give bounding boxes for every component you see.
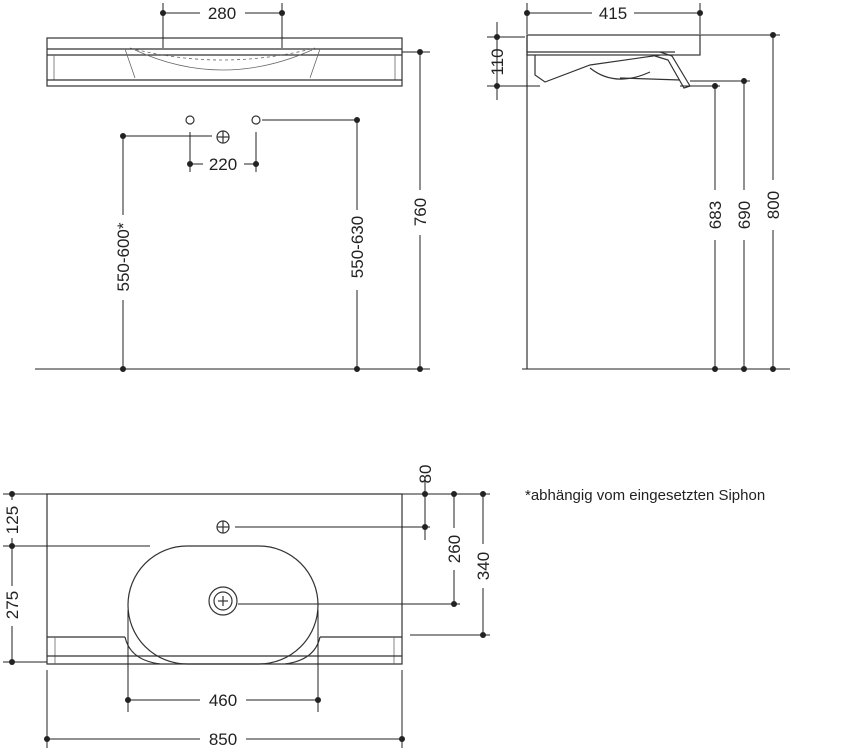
dim-total-height: 760: [402, 49, 430, 372]
dim-label-760: 760: [411, 198, 430, 226]
dim-label-80: 80: [416, 465, 435, 484]
dim-label-220: 220: [209, 155, 237, 174]
dim-label-550-600: 550-600*: [114, 222, 133, 291]
front-view: 280 220 550-600*: [35, 3, 430, 372]
dim-basin-width: 280: [160, 3, 285, 48]
dim-label-275: 275: [3, 591, 22, 619]
dim-label-340: 340: [474, 552, 493, 580]
front-basin: [46, 37, 403, 87]
dim-label-683: 683: [706, 201, 725, 229]
dim-label-550-630: 550-630: [348, 216, 367, 278]
dim-height-683: 683: [680, 83, 725, 372]
dim-label-800: 800: [764, 191, 783, 219]
dim-total-width: 850: [44, 670, 405, 749]
top-basin: [46, 493, 403, 665]
dim-tap-spacing: 220: [187, 132, 259, 174]
dim-thickness: 110: [487, 22, 540, 100]
dim-siphon-height: 550-630: [262, 117, 367, 372]
dim-label-280: 280: [208, 4, 236, 23]
footnote: *abhängig vom eingesetzten Siphon: [525, 487, 765, 504]
dim-label-260: 260: [445, 535, 464, 563]
dim-height-690: 690: [690, 78, 754, 372]
dim-label-125: 125: [3, 506, 22, 534]
dim-height-800: 800: [700, 32, 783, 372]
dim-label-460: 460: [209, 691, 237, 710]
top-view: 80 260 340 125 275: [3, 465, 493, 749]
side-basin: [526, 34, 701, 369]
dim-bowl-width: 460: [125, 610, 321, 712]
dim-label-690: 690: [735, 201, 754, 229]
tap-holes: [185, 115, 261, 144]
dim-label-850: 850: [209, 730, 237, 749]
dim-right-depths: 80 260 340: [235, 465, 493, 638]
dim-depth: 415: [524, 3, 703, 34]
side-view: 415 110 683 690: [487, 3, 790, 372]
dim-left-depths: 125 275: [3, 491, 150, 665]
dim-label-415: 415: [599, 4, 627, 23]
dim-label-110: 110: [488, 48, 507, 75]
dim-drain-height: 550-600*: [114, 133, 212, 372]
